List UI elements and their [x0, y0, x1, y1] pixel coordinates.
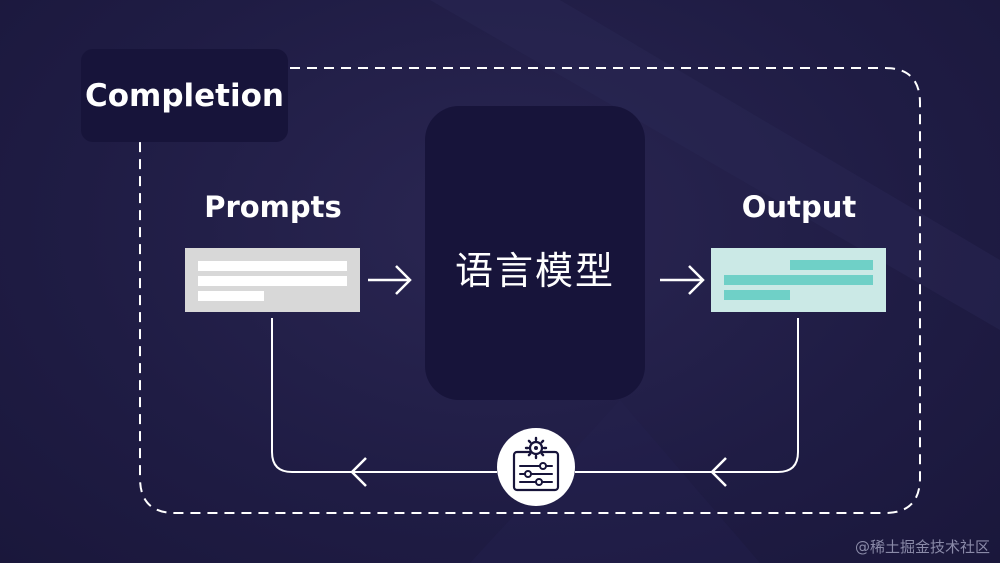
- output-card: [711, 248, 886, 312]
- output-label: Output: [741, 190, 857, 224]
- prompt-line: [198, 291, 264, 301]
- prompts-card: [185, 248, 360, 312]
- completion-box: Completion: [81, 49, 288, 142]
- language-model-box: [425, 106, 645, 400]
- output-line: [790, 260, 873, 270]
- language-model-label: 语言模型: [454, 249, 615, 293]
- watermark: @稀土掘金技术社区: [854, 538, 990, 556]
- feedback-loop: [271, 318, 799, 487]
- output-line: [724, 290, 790, 300]
- completion-label: Completion: [84, 77, 284, 114]
- model-to-output-arrow: [660, 265, 705, 295]
- prompt-line: [198, 276, 347, 286]
- settings-sliders-icon: [512, 436, 560, 492]
- output-line: [724, 275, 873, 285]
- prompt-line: [198, 261, 347, 271]
- prompts-to-model-arrow: [368, 265, 412, 295]
- tuning-node: [497, 428, 575, 506]
- completion-boundary: [139, 67, 921, 514]
- prompts-label: Prompts: [204, 190, 342, 224]
